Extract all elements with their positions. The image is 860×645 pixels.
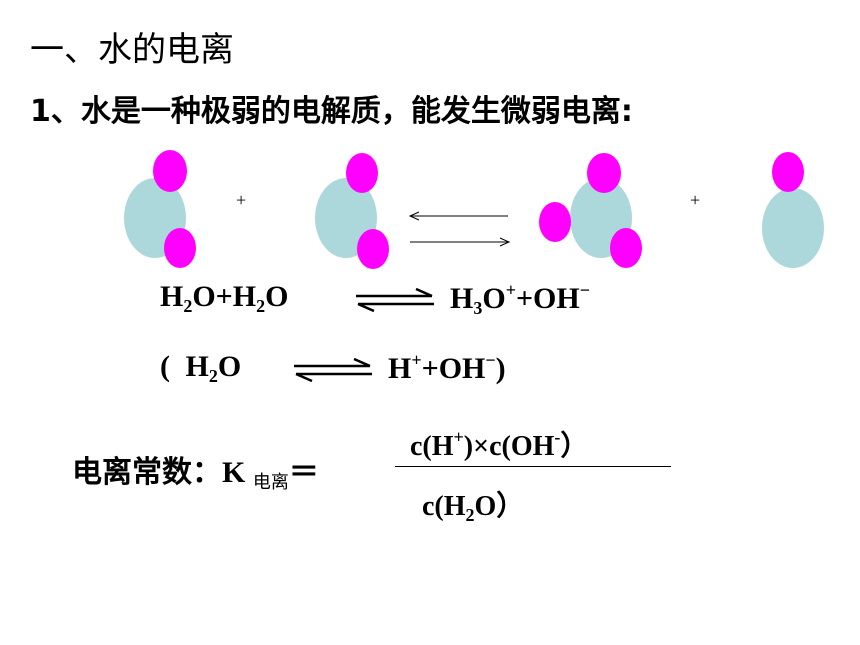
fraction-numerator: c(H+)×c(OH-） <box>410 427 589 462</box>
fraction-denominator: c(H2O） <box>422 491 525 525</box>
water-molecule-2 <box>315 153 389 269</box>
equation-2-right: H++OH−) <box>388 350 506 385</box>
water-ionization-diagram: + + <box>124 150 824 269</box>
equilibrium-arrow-1 <box>356 288 434 312</box>
hydrogen-atom <box>772 152 804 192</box>
hydrogen-atom <box>357 229 389 269</box>
page-subtitle: 1、水是一种极弱的电解质，能发生微弱电离: <box>30 94 633 129</box>
plus-sign-2: + <box>690 190 700 210</box>
hydrogen-atom <box>539 202 571 242</box>
water-molecule-1 <box>124 150 196 268</box>
hydroxide-ion <box>762 152 824 268</box>
hydrogen-atom <box>610 228 642 268</box>
equation-1-left: H2O+H2O <box>160 280 289 316</box>
fraction-line <box>395 466 671 467</box>
hydrogen-atom <box>153 150 187 192</box>
page-title: 一、水的电离 <box>30 30 234 70</box>
hydrogen-atom <box>346 153 378 193</box>
hydrogen-atom <box>587 153 621 193</box>
plus-sign-1: + <box>236 190 246 210</box>
equilibrium-arrow-2 <box>294 358 372 382</box>
equation-2-left: ( H2O <box>160 350 242 386</box>
oxygen-atom <box>762 188 824 268</box>
ionization-constant-label: 电离常数：K 电离＝ <box>72 455 319 493</box>
reversible-arrows <box>408 211 511 247</box>
hydronium-ion <box>539 153 642 268</box>
hydrogen-atom <box>164 228 196 268</box>
equation-1-right: H3O++OH− <box>450 280 590 318</box>
